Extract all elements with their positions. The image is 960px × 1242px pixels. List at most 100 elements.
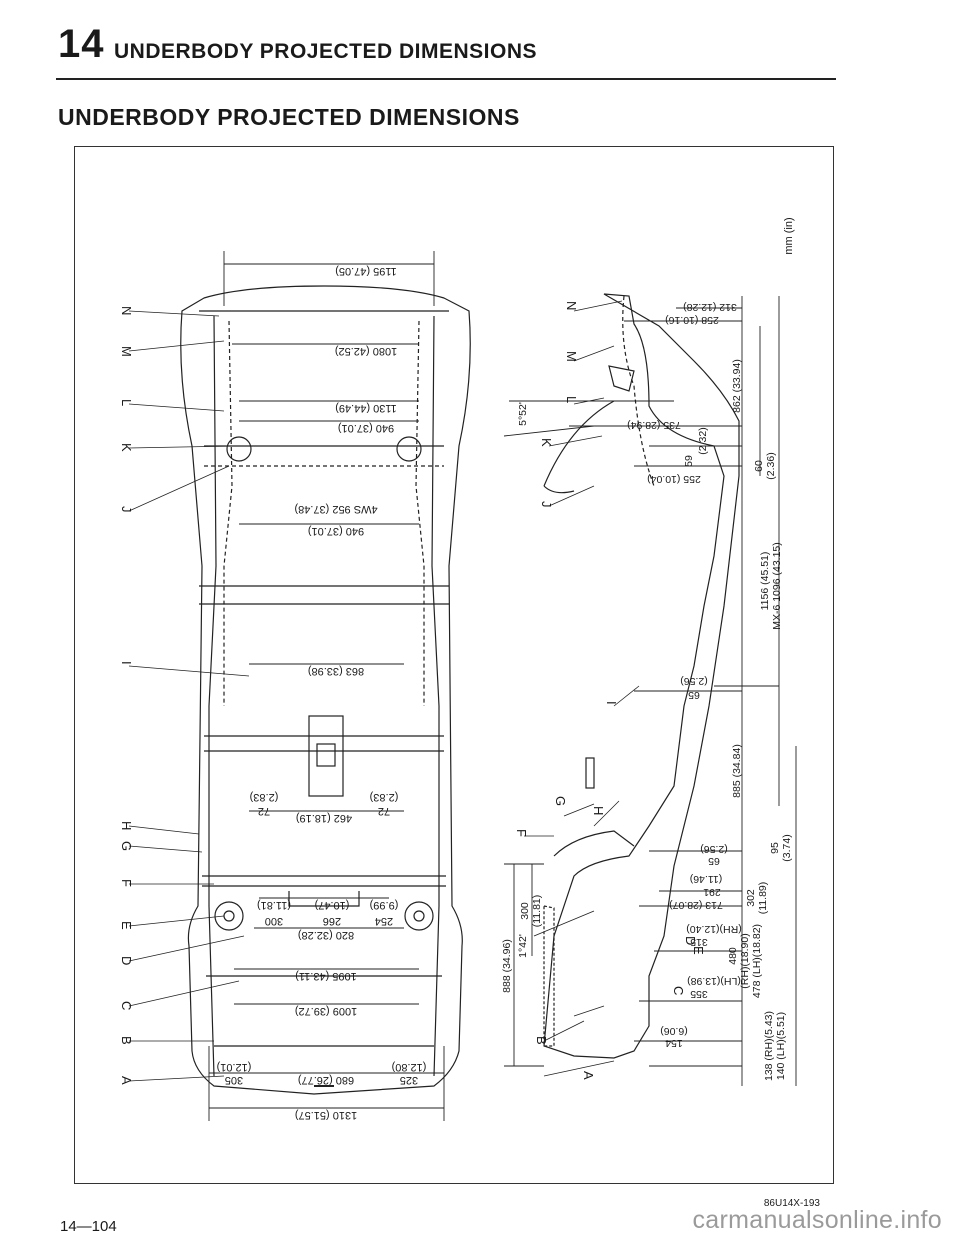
side-label-g: G	[553, 796, 568, 806]
dim-1009: 1009 (39.72)	[295, 1005, 357, 1017]
dim-1195: 1195 (47.05)	[335, 265, 397, 277]
plan-label-a: A	[119, 1076, 134, 1085]
dim-154: 154	[665, 1037, 683, 1049]
chapter-title: UNDERBODY PROJECTED DIMENSIONS	[114, 40, 538, 63]
plan-label-k: K	[119, 443, 134, 452]
dim-312: 312 (12.28)	[683, 301, 737, 313]
angle-1-42: 1°42'	[517, 934, 529, 958]
plan-inner-rail-right	[431, 315, 440, 1077]
plan-label-l: L	[119, 399, 134, 406]
side-label-a: A	[581, 1071, 596, 1080]
dim-65-f: 65	[708, 855, 720, 867]
dim-65-f-in: (2.56)	[700, 843, 727, 855]
side-body-outline	[543, 293, 740, 1059]
dim-65-i: 65	[688, 689, 700, 701]
underbody-diagram: 1195 (47.05) 1080 (42.52) 1130 (44.49) 9…	[119, 217, 797, 1121]
plan-label-e: E	[119, 921, 134, 930]
dim-1095: 1095 (43.11)	[295, 970, 357, 982]
side-label-b: B	[534, 1036, 549, 1045]
figure-frame	[74, 146, 834, 1184]
chapter-number: 14	[58, 22, 105, 66]
header-rule	[56, 78, 836, 80]
dim-325: 325	[400, 1074, 418, 1086]
dim-291-in: (11.46)	[690, 873, 723, 885]
dim-302-in: (11.89)	[757, 882, 769, 915]
plan-label-h: H	[119, 821, 134, 830]
dim-305: 305	[225, 1074, 243, 1086]
side-label-k: K	[539, 438, 554, 447]
side-label-l: L	[564, 396, 579, 403]
side-label-n: N	[564, 301, 579, 310]
side-label-c: C	[671, 986, 686, 995]
dim-325-in: (12.80)	[392, 1061, 427, 1073]
dim-1130: 1130 (44.49)	[335, 402, 397, 414]
dim-680: 680 (26.77)	[298, 1074, 354, 1086]
dim-300-side-in: (11.81)	[531, 895, 543, 928]
side-label-e: E	[691, 946, 706, 955]
dim-1156: 1156 (45.51)	[759, 552, 771, 611]
plan-label-c: C	[119, 1001, 134, 1010]
side-label-j: J	[539, 501, 554, 508]
dim-65-i-in: (2.56)	[680, 675, 707, 687]
dim-300: 300	[265, 915, 283, 927]
dim-266-in: (10.47)	[315, 899, 350, 911]
dim-478-lh: 478 (LH)(18.82)	[751, 924, 763, 998]
dim-72-left-in: (2.83)	[250, 791, 279, 803]
dim-713: 713 (28.07)	[669, 899, 723, 911]
plan-label-i: I	[119, 661, 134, 665]
plan-label-n: N	[119, 306, 134, 315]
dim-940-j: 940 (37.01)	[308, 525, 364, 537]
dim-462: 462 (18.19)	[296, 812, 352, 824]
dim-266: 266	[323, 915, 341, 927]
dim-72-left: 72	[258, 805, 270, 817]
dim-138-rh: 138 (RH)(5.43)	[763, 1011, 775, 1081]
dim-300-in: (11.81)	[257, 899, 291, 911]
dim-255: 255 (10.04)	[647, 473, 701, 485]
dim-mx6-1096: MX-6 1096 (43.15)	[771, 542, 783, 630]
dim-940-k: 940 (37.01)	[338, 422, 394, 434]
section-title: UNDERBODY PROJECTED DIMENSIONS	[58, 104, 520, 130]
dim-300-side: 300	[519, 902, 531, 920]
dim-480: 480	[727, 947, 739, 965]
dim-480-rh: (RH)(18.90)	[739, 933, 751, 988]
side-label-m: M	[564, 351, 579, 362]
dim-291: 291	[703, 886, 721, 898]
plan-label-g: G	[119, 841, 134, 851]
dim-72-right: 72	[378, 805, 390, 817]
dim-315-rh: (RH)(12.40)	[686, 923, 741, 935]
dim-95-in: (3.74)	[781, 834, 793, 861]
side-label-f: F	[514, 829, 529, 837]
dim-1080: 1080 (42.52)	[335, 345, 397, 357]
watermark: carmanualsonline.info	[692, 1206, 942, 1234]
dim-4ws-952: 4WS 952 (37.48)	[294, 503, 377, 515]
dim-820: 820 (32.28)	[298, 929, 354, 941]
dim-60-in: (2.36)	[765, 452, 777, 479]
dim-258: 258 (10.16)	[665, 314, 719, 326]
side-label-h: H	[591, 806, 606, 815]
plan-label-f: F	[119, 879, 134, 887]
dim-60: 60	[753, 460, 765, 472]
dim-735: 735 (28.94)	[627, 419, 681, 431]
plan-label-m: M	[119, 346, 134, 357]
dim-355-lh: (LH)(13.98)	[687, 975, 741, 987]
plan-body-outline	[180, 285, 471, 1095]
side-label-i: I	[604, 701, 619, 705]
dim-862: 862 (33.94)	[731, 359, 743, 413]
dim-254: 254	[375, 915, 393, 927]
dim-863: 863 (33.98)	[308, 665, 364, 677]
dim-355: 355	[690, 988, 708, 1000]
units-label: mm (in)	[783, 217, 795, 254]
dim-72-right-in: (2.83)	[370, 791, 399, 803]
dim-885: 885 (34.84)	[731, 744, 743, 798]
side-label-d: D	[683, 936, 698, 945]
dim-1310: 1310 (51.57)	[295, 1109, 357, 1121]
dim-140-lh: 140 (LH)(5.51)	[775, 1012, 787, 1080]
plan-label-d: D	[119, 956, 134, 965]
dim-154-in: (6.06)	[660, 1025, 687, 1037]
dim-315: 315	[690, 936, 708, 948]
plan-label-j: J	[119, 506, 134, 513]
figure-code: 86U14X-193	[763, 1198, 820, 1209]
plan-label-b: B	[119, 1036, 134, 1045]
plan-inner-rail-left	[208, 315, 217, 1077]
dim-305-in: (12.01)	[217, 1061, 252, 1073]
